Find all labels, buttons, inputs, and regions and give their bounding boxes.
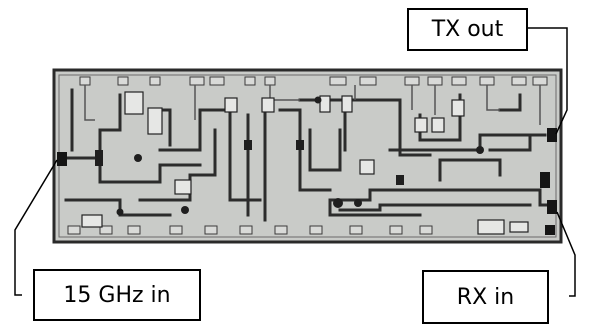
chip-components [81,91,529,235]
15ghz-in-leader [14,159,58,296]
rx-in-label-text: RX in [456,284,515,310]
tx-port-pad [547,128,557,142]
rx-port-pad [547,200,557,214]
microstrip-traces [64,88,551,222]
mmic-chip-die [52,68,563,244]
15ghz-in-label-text: 15 GHz in [63,282,171,308]
top-bond-pads [79,76,548,86]
transistor-cells [95,96,484,216]
tx-out-label-text: TX out [431,17,504,42]
tx-out-label: TX out [407,8,528,51]
rx-in-leader [556,211,576,297]
rx-in-label: RX in [422,270,549,324]
bottom-bond-pads [67,225,433,235]
15ghz-in-label: 15 GHz in [33,269,201,321]
tx-out-leader [528,27,568,135]
input-port-pad [57,152,67,166]
leader-lines [14,27,576,297]
port-pads [57,128,557,235]
